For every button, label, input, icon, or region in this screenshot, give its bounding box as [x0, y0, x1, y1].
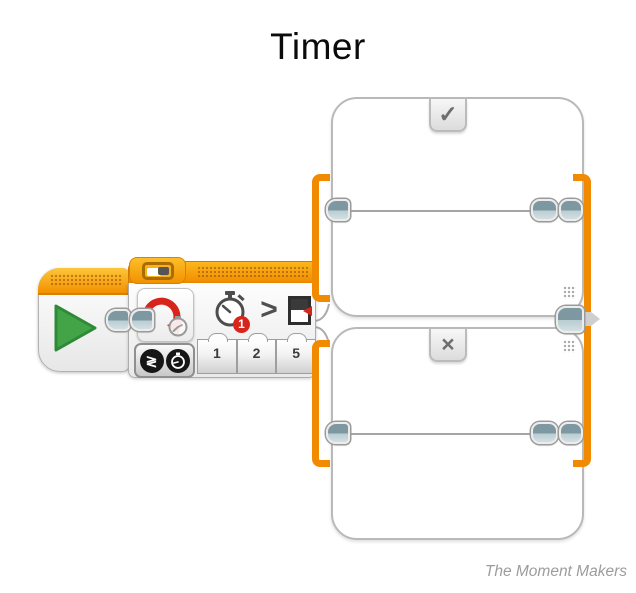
- stopwatch-mode-icon: [165, 348, 190, 373]
- dots-texture: [197, 266, 308, 279]
- timer-id-icon: 1: [211, 290, 251, 334]
- param-tab-timer-id[interactable]: 1: [197, 333, 237, 374]
- sequence-wire: [340, 433, 538, 435]
- grip-dots: [563, 340, 576, 353]
- play-icon: [53, 303, 99, 353]
- page-title: Timer: [270, 26, 366, 67]
- x-icon: ×: [441, 331, 455, 357]
- timer-number-badge: 1: [233, 316, 250, 333]
- switch-frame-bracket-top-left: [312, 174, 330, 302]
- true-branch-exit-plug[interactable]: [559, 199, 583, 221]
- false-branch-end-plug[interactable]: [531, 422, 558, 444]
- mode-selector-button[interactable]: ≷: [134, 343, 195, 378]
- dots-texture: [50, 274, 123, 286]
- parameter-strip: 1 2 5: [197, 333, 317, 374]
- stopwatch-icon: [168, 316, 188, 337]
- switch-in-plug[interactable]: [130, 309, 154, 331]
- switch-out-plug[interactable]: [556, 306, 584, 333]
- switch-frame-bracket-bottom-left: [312, 340, 330, 467]
- false-branch-start-plug[interactable]: [326, 422, 350, 444]
- false-branch-tab[interactable]: ×: [429, 329, 467, 362]
- start-block-header: [38, 268, 131, 295]
- switch-out-tab: [580, 312, 600, 326]
- true-branch-tab[interactable]: ✓: [429, 99, 467, 132]
- threshold-value-icon: [288, 296, 312, 325]
- credit-text: The Moment Makers: [484, 563, 627, 580]
- compare-operator-icon: >: [260, 293, 278, 326]
- sequence-wire: [340, 210, 538, 212]
- compare-mode-icon: ≷: [139, 348, 164, 373]
- grip-dots: [563, 286, 576, 299]
- check-icon: ✓: [438, 101, 458, 127]
- param-tab-threshold[interactable]: 5: [276, 333, 317, 374]
- switch-header-tab[interactable]: [129, 257, 186, 284]
- param-tab-comparison[interactable]: 2: [236, 333, 277, 374]
- false-branch-exit-plug[interactable]: [559, 422, 583, 444]
- true-branch-end-plug[interactable]: [531, 199, 558, 221]
- true-branch-start-plug[interactable]: [326, 199, 350, 221]
- start-out-plug[interactable]: [106, 309, 130, 331]
- switch-icon: [141, 261, 174, 280]
